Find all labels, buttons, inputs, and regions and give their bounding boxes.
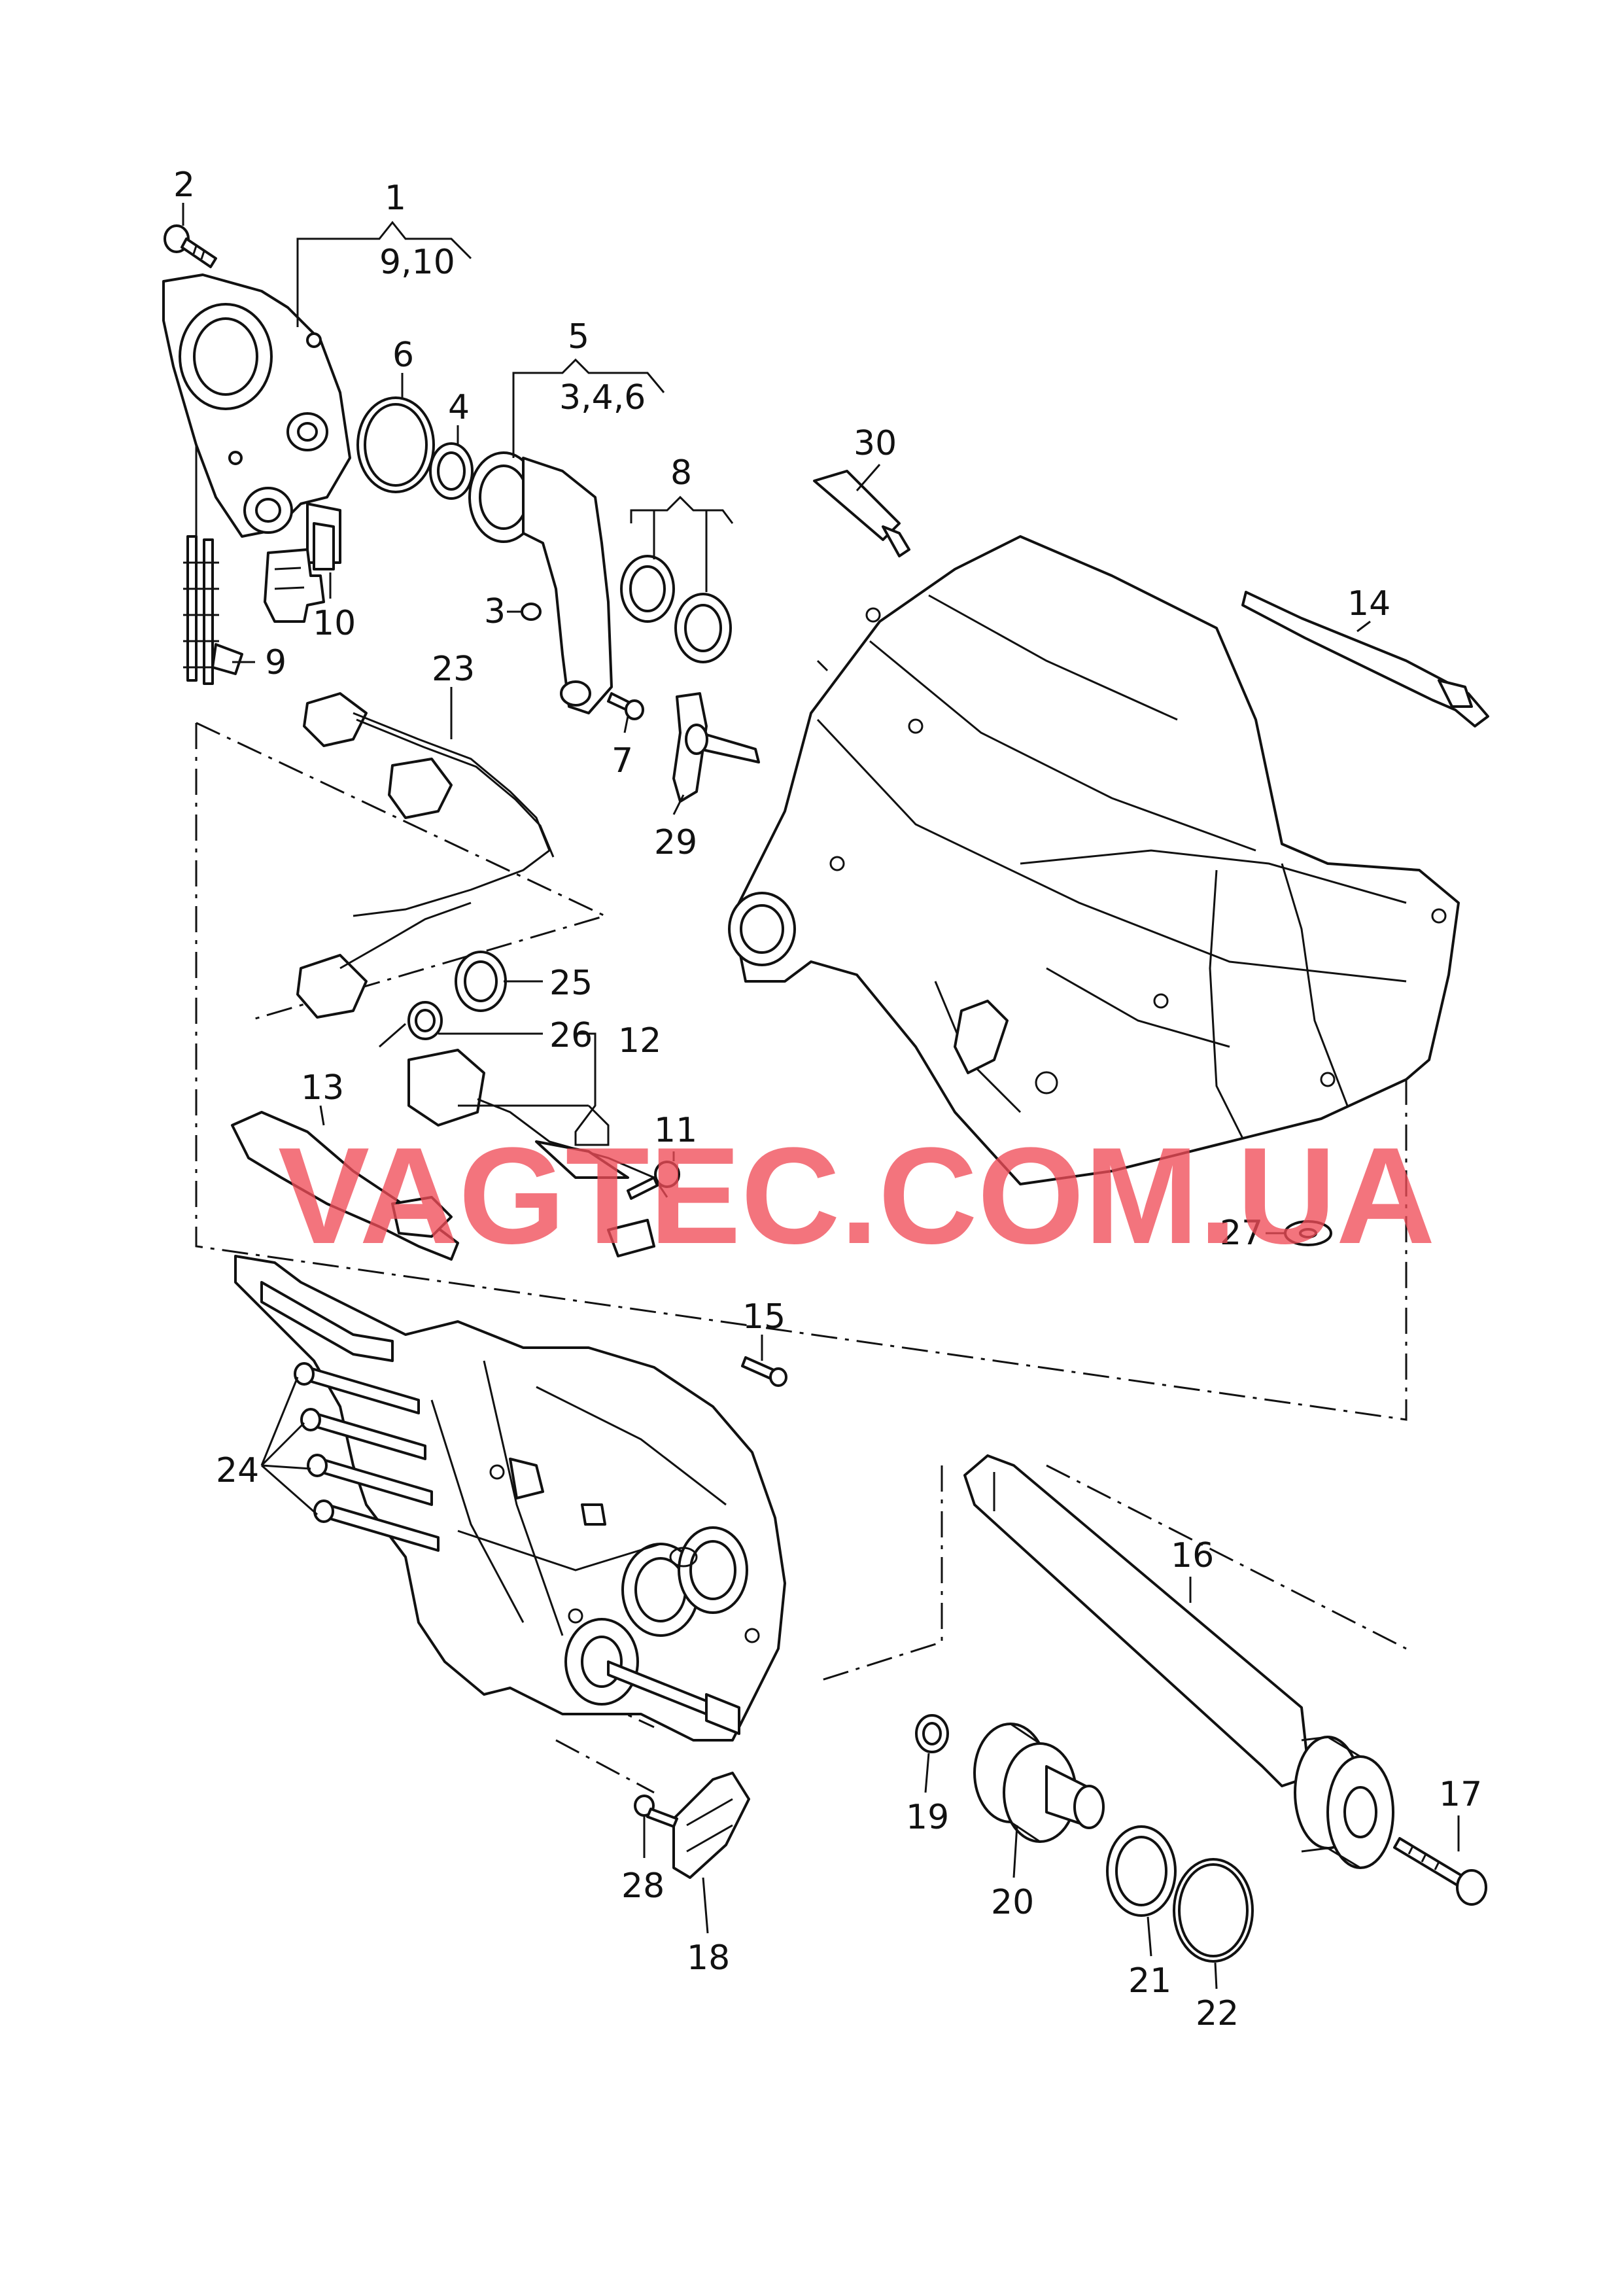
part-3-small-seal xyxy=(521,603,542,621)
part-26-spring xyxy=(407,1001,443,1040)
lower-gearbox-housing xyxy=(234,1255,786,1742)
callout-25: 25 xyxy=(549,964,593,1003)
callout-21: 21 xyxy=(1128,1961,1171,2001)
callout-8: 8 xyxy=(670,453,692,493)
callout-24: 24 xyxy=(216,1451,259,1490)
callout-4: 4 xyxy=(448,388,470,427)
callout-1: 1 xyxy=(385,179,406,218)
part-22-ring xyxy=(1173,1858,1254,1963)
part-15-bolt xyxy=(741,1356,787,1387)
callout-11: 11 xyxy=(654,1111,697,1150)
part-20-gear xyxy=(973,1723,1105,1843)
callout-16: 16 xyxy=(1171,1536,1214,1575)
part-28-bolt xyxy=(634,1795,678,1828)
callout-10: 10 xyxy=(313,604,356,643)
callout-28: 28 xyxy=(621,1866,665,1906)
main-gearbox-housing xyxy=(728,535,1460,1185)
part-13-selector-bracket xyxy=(231,1111,459,1261)
callout-26: 26 xyxy=(549,1016,593,1055)
assembly-guide-lines xyxy=(195,659,1408,1794)
part-27-washer xyxy=(1284,1220,1332,1246)
callout-27: 27 xyxy=(1220,1214,1263,1253)
callout-13: 13 xyxy=(301,1068,344,1108)
part-25-sleeve xyxy=(455,951,507,1012)
callout-17: 17 xyxy=(1439,1775,1482,1814)
part-4-seal xyxy=(429,442,474,500)
leader-lines xyxy=(182,203,1460,1989)
part-1-extension-housing xyxy=(162,273,351,570)
callout-23: 23 xyxy=(432,650,475,689)
callout-7: 7 xyxy=(612,741,633,780)
part-23-wiring-harness xyxy=(296,692,555,1019)
part-2-bolt xyxy=(164,224,217,268)
part-19-needle-bearing xyxy=(915,1714,949,1753)
part-24-rod-seals xyxy=(294,1362,440,1552)
part-7-screw xyxy=(607,692,644,720)
part-14-lever xyxy=(1241,591,1489,727)
callout-20: 20 xyxy=(991,1883,1034,1922)
callout-5: 5 xyxy=(568,317,589,357)
callout-5-sub: 3,4,6 xyxy=(559,378,646,417)
callout-6: 6 xyxy=(392,336,414,375)
part-21-ring xyxy=(1106,1825,1177,1917)
part-30-sealant-tube xyxy=(813,470,910,557)
callout-14: 14 xyxy=(1347,584,1391,623)
part-11-screw xyxy=(627,1161,680,1200)
callout-30: 30 xyxy=(854,424,897,463)
callout-15: 15 xyxy=(742,1297,786,1337)
part-16-drive-shaft xyxy=(963,1454,1394,1869)
callout-19: 19 xyxy=(906,1798,949,1837)
part-8-bearings xyxy=(620,555,732,663)
part-18-cover xyxy=(672,1772,750,1879)
callout-9: 9 xyxy=(265,643,286,682)
part-10-sensor-connector xyxy=(264,548,325,623)
watermark: VAGTEC.COM.UA xyxy=(278,1119,1435,1272)
callout-18: 18 xyxy=(687,1938,730,1978)
part-6-o-ring xyxy=(356,396,435,493)
callout-22: 22 xyxy=(1196,1994,1239,2033)
callout-29: 29 xyxy=(654,823,697,862)
callout-12: 12 xyxy=(618,1021,661,1060)
part-9-bolts xyxy=(183,445,243,685)
callout-3: 3 xyxy=(484,592,506,631)
callout-1-sub: 9,10 xyxy=(379,243,455,282)
callout-labels: 1 9,10 2 3 4 5 3,4,6 6 7 8 9 10 11 12 13… xyxy=(173,166,1482,2033)
part-29-release-lever xyxy=(672,692,760,803)
part-17-bolt xyxy=(1393,1837,1487,1906)
part-5-slave-cylinder xyxy=(468,451,613,714)
callout-2: 2 xyxy=(173,166,195,205)
